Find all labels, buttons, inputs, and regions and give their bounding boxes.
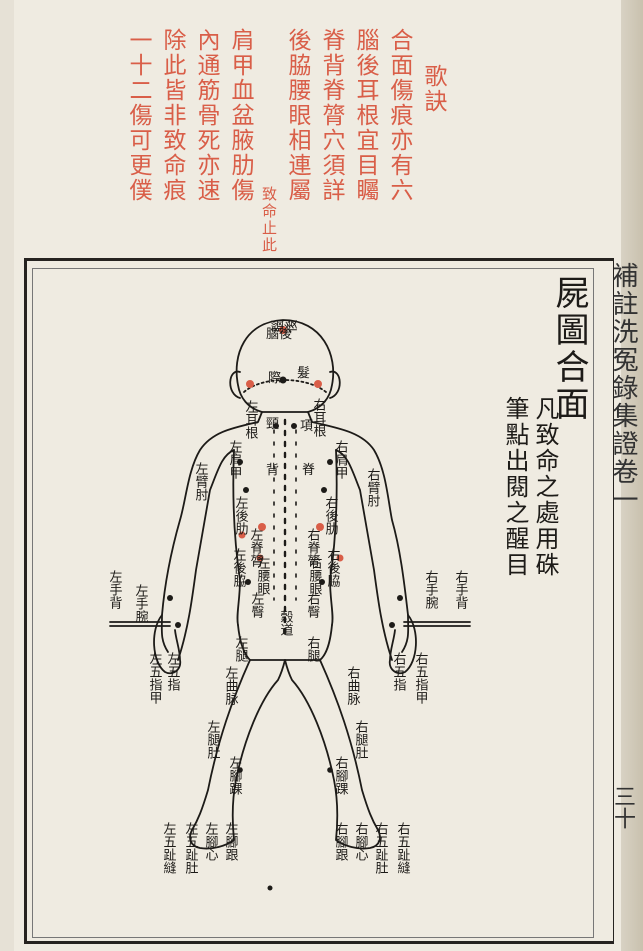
label-jianjia-left: 左肩甲 xyxy=(227,440,243,479)
label-wuzhijia-right: 右五指甲 xyxy=(413,652,429,704)
label-wuzhijia-left: 左五指甲 xyxy=(147,652,163,704)
label-jiaohuai-left: 左腳踝 xyxy=(227,756,243,795)
label-tuidu-right: 右腿肚 xyxy=(353,720,369,759)
label-zhifeng-left: 左五趾縫 xyxy=(161,822,177,874)
label-jing: 頸 xyxy=(266,417,279,432)
label-shoubei-left: 左手背 xyxy=(107,570,123,609)
label-zhifeng-right: 右五趾縫 xyxy=(395,822,411,874)
label-wuzhi-left: 左五指 xyxy=(165,652,181,691)
label-zhou-right: 右臂肘 xyxy=(365,468,381,507)
label-shouwan-left: 左手腕 xyxy=(133,584,149,623)
label-zhidu-left: 左五趾肚 xyxy=(183,822,199,874)
label-bei: 背 xyxy=(266,463,279,478)
label-tun-left: 左臀 xyxy=(249,592,265,618)
label-gudao: 穀道 xyxy=(278,610,294,636)
label-jiaohuai-right: 右腳踝 xyxy=(333,756,349,795)
label-yaoyan-left: 左腰眼 xyxy=(255,556,271,595)
label-erhou-left: 左耳根 xyxy=(243,400,259,439)
label-tui-right: 右腿 xyxy=(305,636,321,662)
label-xiang: 項 xyxy=(300,419,313,434)
label-fa: 髮 xyxy=(297,366,310,381)
label-shoubei-right: 右手背 xyxy=(453,570,469,609)
label-yaoyan-right: 右腰眼 xyxy=(307,556,323,595)
label-tui-left: 左腿 xyxy=(233,636,249,662)
label-houxie-left: 左後脇 xyxy=(231,548,247,587)
label-jiaogen-right: 右腳跟 xyxy=(333,822,349,861)
label-tuidu-left: 左腿肚 xyxy=(205,720,221,759)
label-ji2: 脊 xyxy=(302,463,315,478)
label-jianjia-right: 右肩甲 xyxy=(333,440,349,479)
label-zhou-left: 左臂肘 xyxy=(193,462,209,501)
label-wuzhi-right: 右五指 xyxy=(391,652,407,691)
label-ji: 際 xyxy=(268,371,281,386)
label-tun-right: 右臀 xyxy=(305,592,321,618)
label-jiaoxin-right: 右腳心 xyxy=(353,822,369,861)
label-houlei-right: 右後肋 xyxy=(323,496,339,536)
label-houxie-right: 右後脇 xyxy=(325,548,341,587)
label-quxiu-left: 左曲脉 xyxy=(223,666,239,705)
label-naohou-h: 腦後 xyxy=(266,327,292,342)
label-jiaogen-left: 左腳跟 xyxy=(223,822,239,861)
label-jiaoxin-left: 左腳心 xyxy=(203,822,219,861)
label-zhidu-right: 右五趾肚 xyxy=(373,822,389,874)
label-quxiu-right: 右曲脉 xyxy=(345,666,361,705)
label-shouwan-right: 右手腕 xyxy=(423,570,439,609)
label-houlei-left: 左後肋 xyxy=(233,496,249,536)
